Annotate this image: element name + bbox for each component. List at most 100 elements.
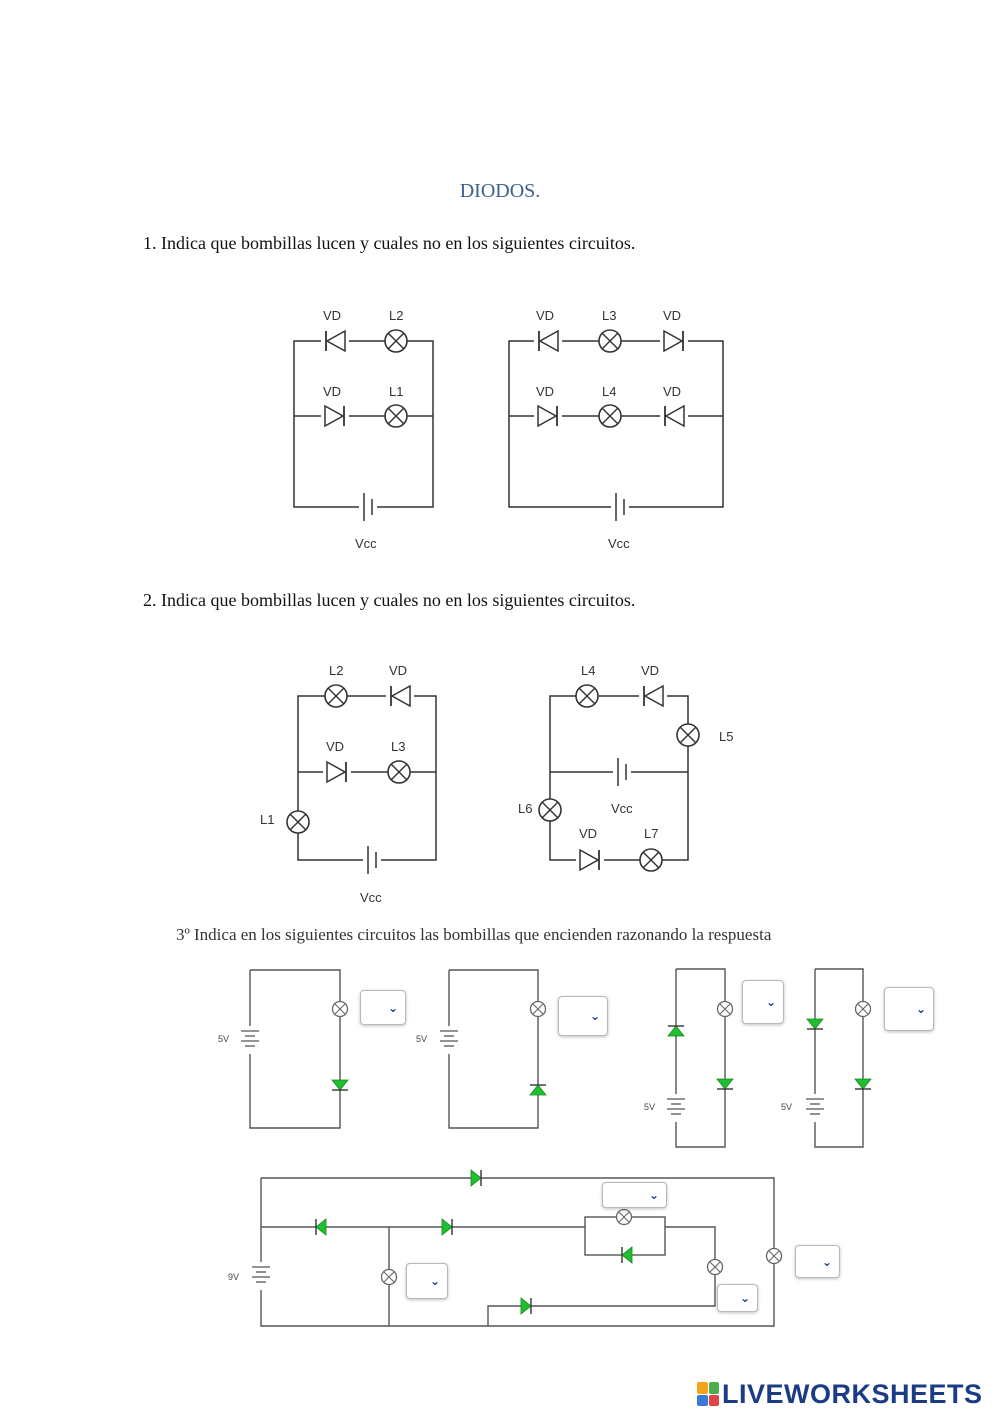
lamp-icon xyxy=(529,1000,547,1018)
chevron-down-icon: ⌄ xyxy=(429,1274,440,1288)
answer-dropdown[interactable]: ⌄ xyxy=(742,980,784,1024)
label-l7: L7 xyxy=(644,826,658,841)
lamp-icon xyxy=(598,404,622,428)
label-5v: 5V xyxy=(218,1034,229,1044)
answer-dropdown[interactable]: ⌄ xyxy=(406,1263,448,1299)
green-diode-icon xyxy=(441,1218,453,1236)
lamp-icon xyxy=(286,810,310,834)
label-vd: VD xyxy=(663,384,681,399)
label-vd: VD xyxy=(641,663,659,678)
chevron-down-icon: ⌄ xyxy=(821,1254,832,1269)
green-diode-icon xyxy=(621,1246,633,1264)
green-diode-icon xyxy=(806,1018,824,1030)
label-5v: 5V xyxy=(416,1034,427,1044)
label-l2: L2 xyxy=(329,663,343,678)
lamp-icon xyxy=(598,329,622,353)
label-5v: 5V xyxy=(781,1102,792,1112)
green-diode-icon xyxy=(716,1078,734,1090)
battery-icon xyxy=(612,757,632,787)
lamp-icon xyxy=(615,1208,633,1226)
battery-icon xyxy=(804,1093,826,1123)
answer-dropdown[interactable]: ⌄ xyxy=(360,990,406,1025)
label-vd: VD xyxy=(389,663,407,678)
label-l1: L1 xyxy=(260,812,274,827)
question-1-text: 1. Indica que bombillas lucen y cuales n… xyxy=(143,233,636,253)
label-9v: 9V xyxy=(228,1272,239,1282)
label-vd: VD xyxy=(536,308,554,323)
answer-dropdown[interactable]: ⌄ xyxy=(717,1284,758,1312)
diode-icon xyxy=(659,328,689,354)
battery-icon xyxy=(362,845,382,875)
green-diode-icon xyxy=(854,1078,872,1090)
lamp-icon xyxy=(765,1247,783,1265)
q1-circuit-left xyxy=(293,340,434,508)
label-l4: L4 xyxy=(602,384,616,399)
label-l4: L4 xyxy=(581,663,595,678)
diode-icon xyxy=(533,328,563,354)
lamp-icon xyxy=(639,848,663,872)
label-l3: L3 xyxy=(391,739,405,754)
label-vd: VD xyxy=(536,384,554,399)
answer-dropdown[interactable]: ⌄ xyxy=(602,1182,667,1208)
green-diode-icon xyxy=(520,1297,532,1315)
lamp-icon xyxy=(387,760,411,784)
q3-circuit-b xyxy=(448,969,539,1129)
lamp-icon xyxy=(324,684,348,708)
green-diode-icon xyxy=(331,1079,349,1091)
chevron-down-icon: ⌄ xyxy=(765,995,776,1009)
label-vcc: Vcc xyxy=(611,801,633,816)
diode-icon xyxy=(575,847,605,873)
chevron-down-icon: ⌄ xyxy=(739,1291,750,1305)
lamp-icon xyxy=(380,1268,398,1286)
label-vd: VD xyxy=(326,739,344,754)
lamp-icon xyxy=(706,1258,724,1276)
answer-dropdown[interactable]: ⌄ xyxy=(795,1245,840,1278)
q3-circuit-a xyxy=(249,969,341,1129)
battery-icon xyxy=(239,1025,261,1055)
chevron-down-icon: ⌄ xyxy=(387,1000,398,1015)
page-title: DIODOS. xyxy=(459,180,541,202)
green-diode-icon xyxy=(529,1084,547,1096)
label-vd: VD xyxy=(663,308,681,323)
diode-icon xyxy=(638,683,668,709)
logo-mark-icon xyxy=(697,1382,719,1406)
q3-circuit-d xyxy=(814,968,864,1148)
battery-icon xyxy=(665,1093,687,1123)
battery-icon xyxy=(358,492,378,522)
label-vcc: Vcc xyxy=(360,890,382,905)
lamp-icon xyxy=(716,1000,734,1018)
q3-circuit-c xyxy=(675,968,726,1148)
chevron-down-icon: ⌄ xyxy=(589,1009,600,1023)
liveworksheets-logo: LIVEWORKSHEETS xyxy=(697,1377,983,1411)
diode-icon xyxy=(320,403,350,429)
diode-icon xyxy=(659,403,689,429)
diode-icon xyxy=(385,683,415,709)
answer-dropdown[interactable]: ⌄ xyxy=(884,987,934,1031)
lamp-icon xyxy=(575,684,599,708)
label-l2: L2 xyxy=(389,308,403,323)
diode-icon xyxy=(322,759,352,785)
label-l6: L6 xyxy=(518,801,532,816)
lamp-icon xyxy=(384,329,408,353)
chevron-down-icon: ⌄ xyxy=(915,1002,926,1016)
logo-text: LIVEWORKSHEETS xyxy=(722,1378,983,1409)
battery-icon xyxy=(250,1261,272,1291)
green-diode-icon xyxy=(470,1169,482,1187)
label-5v: 5V xyxy=(644,1102,655,1112)
battery-icon xyxy=(438,1025,460,1055)
q3-circuit-e xyxy=(260,1177,775,1327)
label-l3: L3 xyxy=(602,308,616,323)
label-vcc: Vcc xyxy=(355,536,377,551)
green-diode-icon xyxy=(315,1218,327,1236)
diode-icon xyxy=(533,403,563,429)
lamp-icon xyxy=(384,404,408,428)
lamp-icon xyxy=(854,1000,872,1018)
label-vd: VD xyxy=(579,826,597,841)
lamp-icon xyxy=(676,723,700,747)
lamp-icon xyxy=(331,1000,349,1018)
question-3-text: 3º Indica en los siguientes circuitos la… xyxy=(176,925,772,944)
chevron-down-icon: ⌄ xyxy=(648,1188,659,1202)
answer-dropdown[interactable]: ⌄ xyxy=(558,996,608,1036)
label-vd: VD xyxy=(323,308,341,323)
